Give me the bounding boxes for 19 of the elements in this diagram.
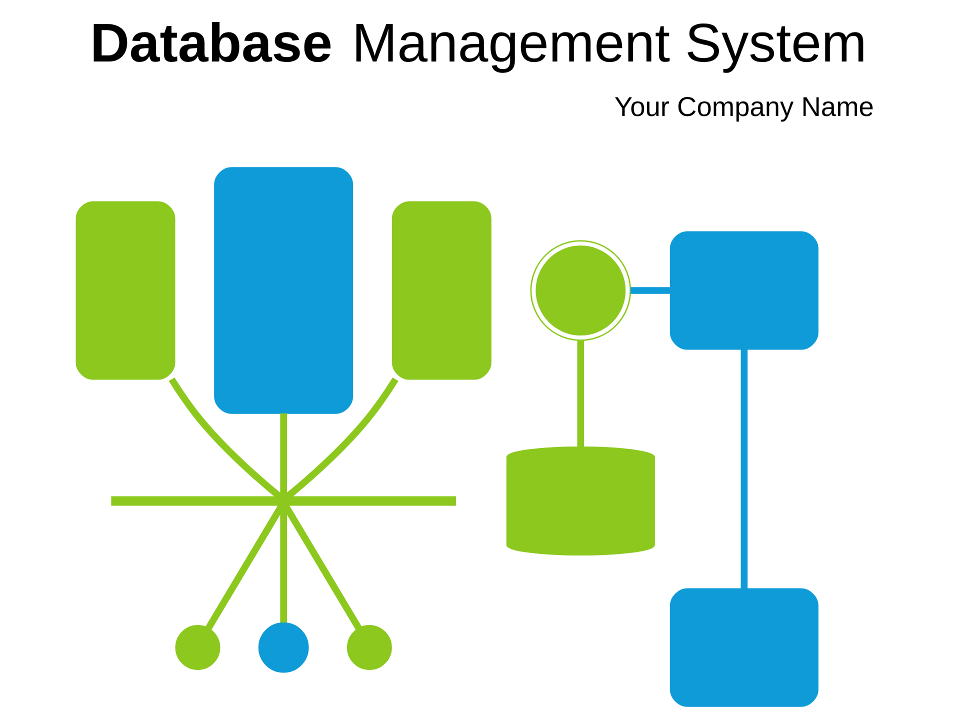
- connector: [284, 377, 398, 500]
- connector: [280, 505, 286, 623]
- connector: [740, 349, 748, 589]
- node-box: [75, 201, 175, 380]
- node-circle: [258, 622, 308, 673]
- node-circle: [346, 625, 392, 670]
- connector: [168, 377, 282, 500]
- node-box: [391, 201, 491, 380]
- node-bar: [110, 496, 456, 506]
- label: Your Company Name: [614, 91, 874, 122]
- node-circle: [174, 625, 220, 670]
- node-picture: [530, 240, 631, 341]
- diagram-title: Database Management System: [90, 12, 866, 74]
- node-box: [669, 588, 818, 707]
- node-box: [669, 231, 818, 350]
- connector: [630, 287, 670, 294]
- connector: [280, 413, 286, 497]
- node-box: [214, 167, 353, 414]
- connector: [576, 340, 584, 447]
